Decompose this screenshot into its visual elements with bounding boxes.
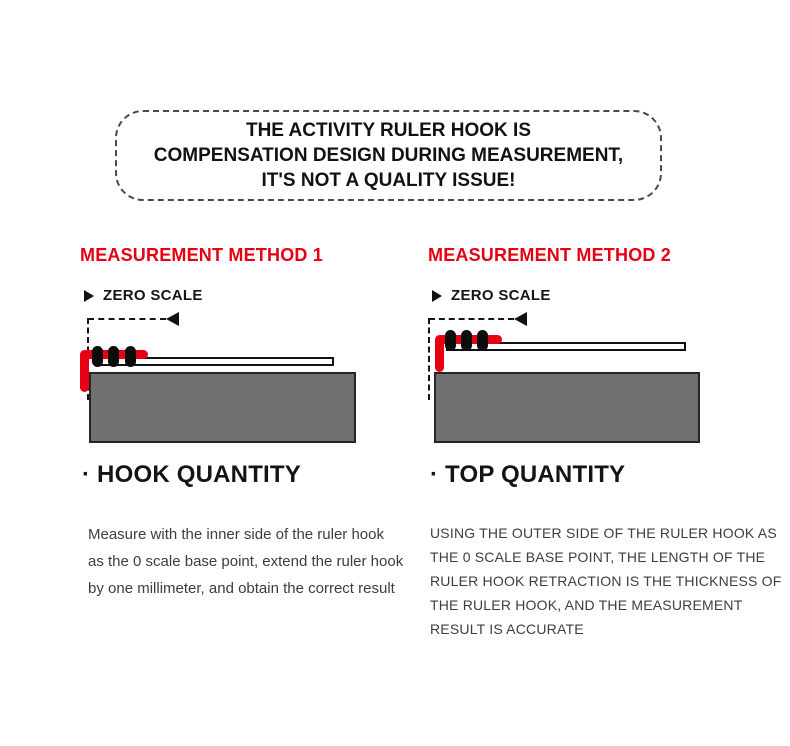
notice-box: THE ACTIVITY RULER HOOK IS COMPENSATION … bbox=[115, 110, 662, 201]
description-line: RULER HOOK RETRACTION IS THE THICKNESS O… bbox=[430, 573, 782, 589]
description-line: by one millimeter, and obtain the correc… bbox=[88, 580, 395, 597]
rivet bbox=[92, 346, 103, 367]
notice-line: THE ACTIVITY RULER HOOK IS bbox=[245, 120, 532, 141]
zero-guide-horizontal-dashed-line bbox=[429, 318, 514, 320]
ruler-hook-vertical bbox=[435, 335, 444, 372]
notice-line: IT'S NOT A QUALITY ISSUE! bbox=[261, 170, 516, 191]
method2-title: MEASUREMENT METHOD 2 bbox=[428, 245, 672, 265]
notice-line: COMPENSATION DESIGN DURING MEASUREMENT, bbox=[153, 145, 624, 166]
method2-diagram bbox=[426, 310, 726, 445]
method2-description: USING THE OUTER SIDE OF THE RULER HOOK A… bbox=[430, 521, 782, 641]
method2-zero-scale: ZERO SCALE bbox=[432, 287, 551, 304]
zero-scale-label: ZERO SCALE bbox=[451, 287, 551, 304]
rivet bbox=[477, 330, 488, 351]
zero-guide-vertical-dashed-line bbox=[428, 318, 430, 400]
zero-scale-label: ZERO SCALE bbox=[103, 287, 203, 304]
guide-arrow-icon bbox=[166, 312, 179, 326]
method2-quantity-title: · TOP QUANTITY bbox=[430, 461, 626, 488]
description-line: USING THE OUTER SIDE OF THE RULER HOOK A… bbox=[430, 525, 777, 541]
zero-guide-horizontal-dashed-line bbox=[88, 318, 166, 320]
description-line: Measure with the inner side of the ruler… bbox=[88, 526, 384, 543]
guide-arrow-icon bbox=[514, 312, 527, 326]
rivet bbox=[108, 346, 119, 367]
description-line: as the 0 scale base point, extend the ru… bbox=[88, 553, 404, 570]
method1-description: Measure with the inner side of the ruler… bbox=[88, 521, 403, 602]
description-line: THE RULER HOOK, AND THE MEASUREMENT bbox=[430, 597, 743, 613]
measured-block bbox=[434, 372, 700, 443]
rivet bbox=[445, 330, 456, 351]
rivet bbox=[461, 330, 472, 351]
zero-scale-marker-icon bbox=[84, 289, 94, 302]
method1-title: MEASUREMENT METHOD 1 bbox=[80, 245, 324, 265]
method1-diagram bbox=[78, 310, 378, 445]
method1-zero-scale: ZERO SCALE bbox=[84, 287, 203, 304]
method1-quantity-title: · HOOK QUANTITY bbox=[82, 461, 301, 488]
description-line: THE 0 SCALE BASE POINT, THE LENGTH OF TH… bbox=[430, 549, 766, 565]
rivet bbox=[125, 346, 136, 367]
zero-scale-marker-icon bbox=[432, 289, 442, 302]
description-line: RESULT IS ACCURATE bbox=[430, 621, 584, 637]
ruler-hook-vertical bbox=[80, 350, 89, 392]
measured-block bbox=[89, 372, 356, 443]
